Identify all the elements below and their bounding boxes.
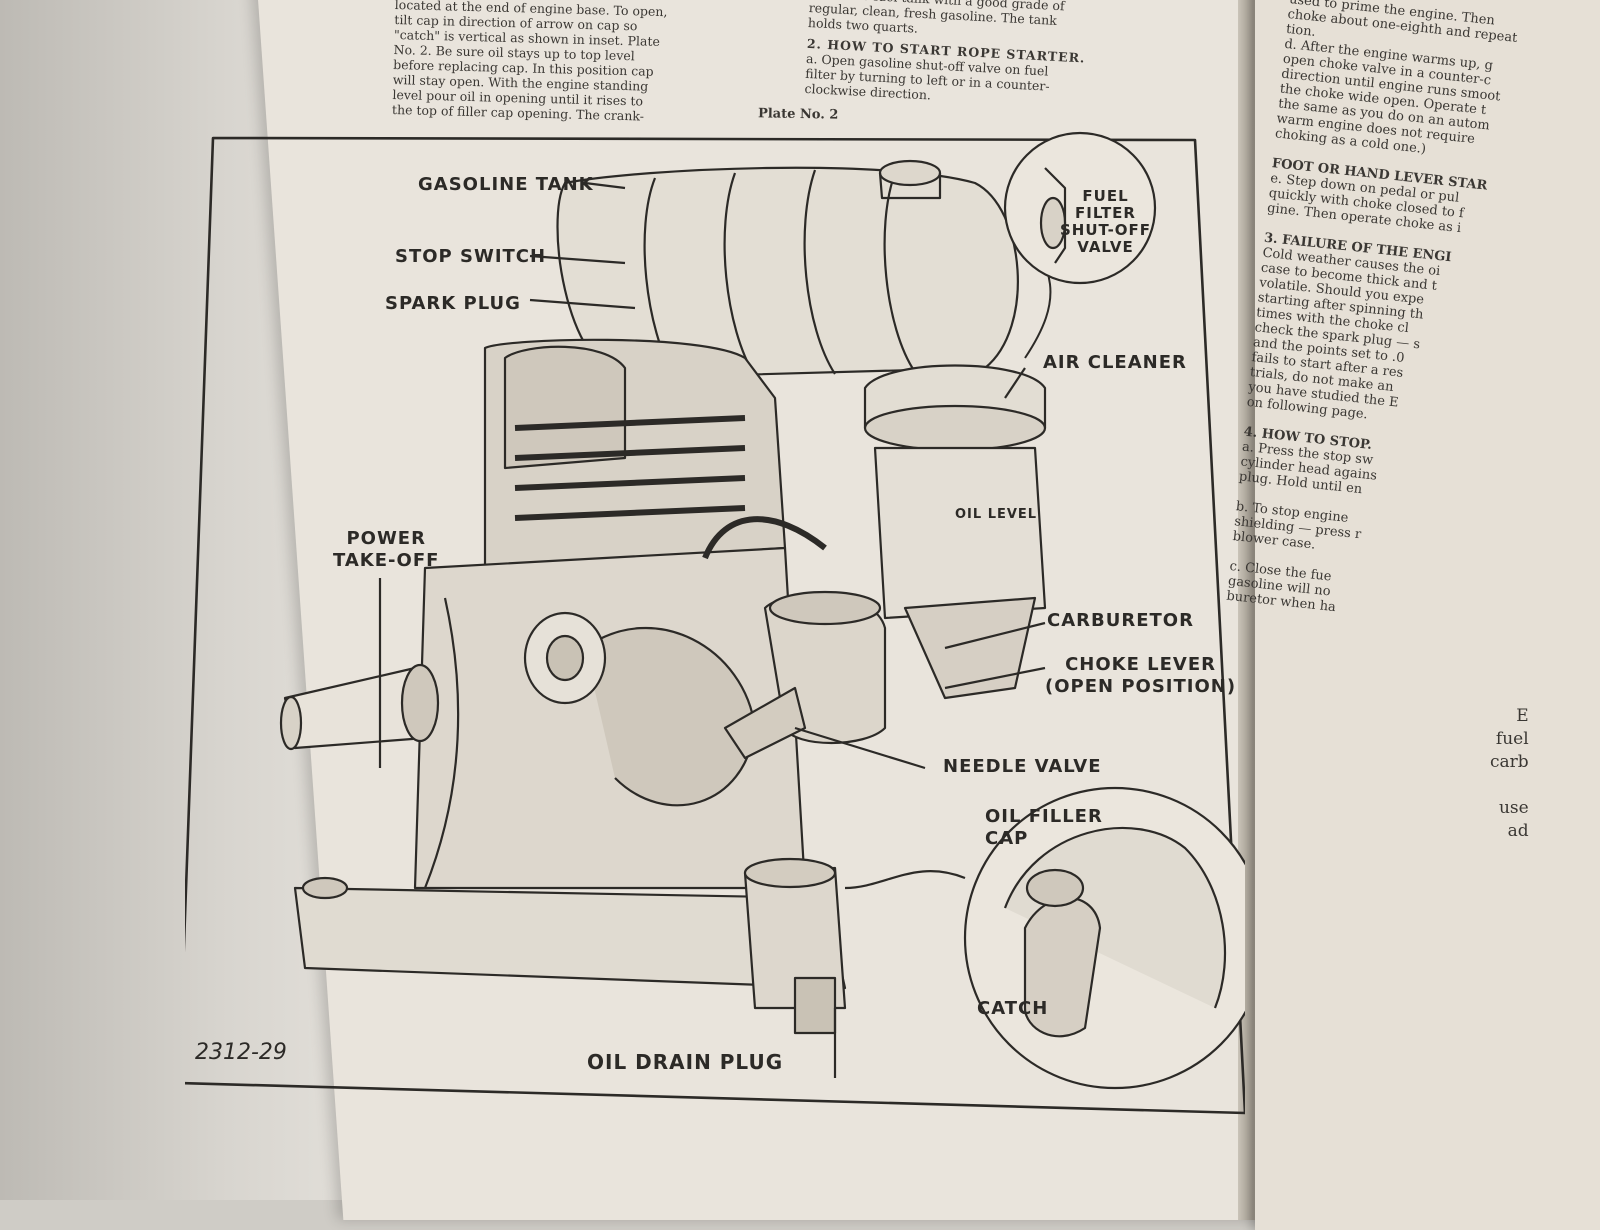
label-stop-switch: STOP SWITCH <box>395 246 547 267</box>
text-line: use <box>1498 798 1529 818</box>
text-line <box>1490 774 1529 797</box>
engine-illustration <box>185 131 1245 1115</box>
plate-title: Plate No. 2 <box>757 106 839 123</box>
label-fuel-filter-valve: FUEL FILTER SHUT-OFF VALVE <box>1060 188 1151 256</box>
text-line: E <box>1516 706 1529 726</box>
diagram-plate: GASOLINE TANK STOP SWITCH SPARK PLUG POW… <box>185 128 1245 1118</box>
label-line: CHOKE LEVER <box>1065 654 1217 675</box>
label-carburetor: CARBURETOR <box>1047 610 1194 631</box>
text-line: carb <box>1490 752 1529 772</box>
right-column-lower-text: E fuel carb use ad <box>1490 705 1529 843</box>
plate-code: 2312-29 <box>195 1040 287 1065</box>
label-oil-filler-cap: OIL FILLER CAP <box>985 806 1103 850</box>
left-column-text: located at the end of engine base. To op… <box>392 0 668 124</box>
label-catch: CATCH <box>977 998 1049 1019</box>
label-line: SHUT-OFF <box>1060 221 1152 239</box>
label-line: FILTER <box>1075 204 1136 222</box>
label-oil-level: OIL LEVEL <box>955 507 1038 522</box>
label-air-cleaner: AIR CLEANER <box>1043 352 1187 373</box>
label-oil-drain-plug: OIL DRAIN PLUG <box>587 1050 784 1074</box>
label-line: VALVE <box>1077 238 1134 256</box>
label-line: (OPEN POSITION) <box>1045 676 1237 697</box>
text-line: ad <box>1507 821 1529 841</box>
label-choke-lever: CHOKE LEVER (OPEN POSITION) <box>1045 654 1236 698</box>
text-line: fuel <box>1495 729 1529 749</box>
label-line: OIL FILLER <box>985 806 1103 827</box>
label-gasoline-tank: GASOLINE TANK <box>418 174 594 195</box>
label-line: CAP <box>985 828 1029 849</box>
label-power-take-off: POWER TAKE-OFF <box>333 528 439 572</box>
right-page <box>1255 0 1600 1230</box>
label-needle-valve: NEEDLE VALVE <box>943 756 1102 777</box>
label-line: TAKE-OFF <box>333 550 440 571</box>
label-line: POWER <box>346 528 426 549</box>
label-spark-plug: SPARK PLUG <box>385 293 521 314</box>
label-line: FUEL <box>1082 187 1129 205</box>
middle-column-text: c. Fill the fuel tank with a good grade … <box>804 0 1088 110</box>
